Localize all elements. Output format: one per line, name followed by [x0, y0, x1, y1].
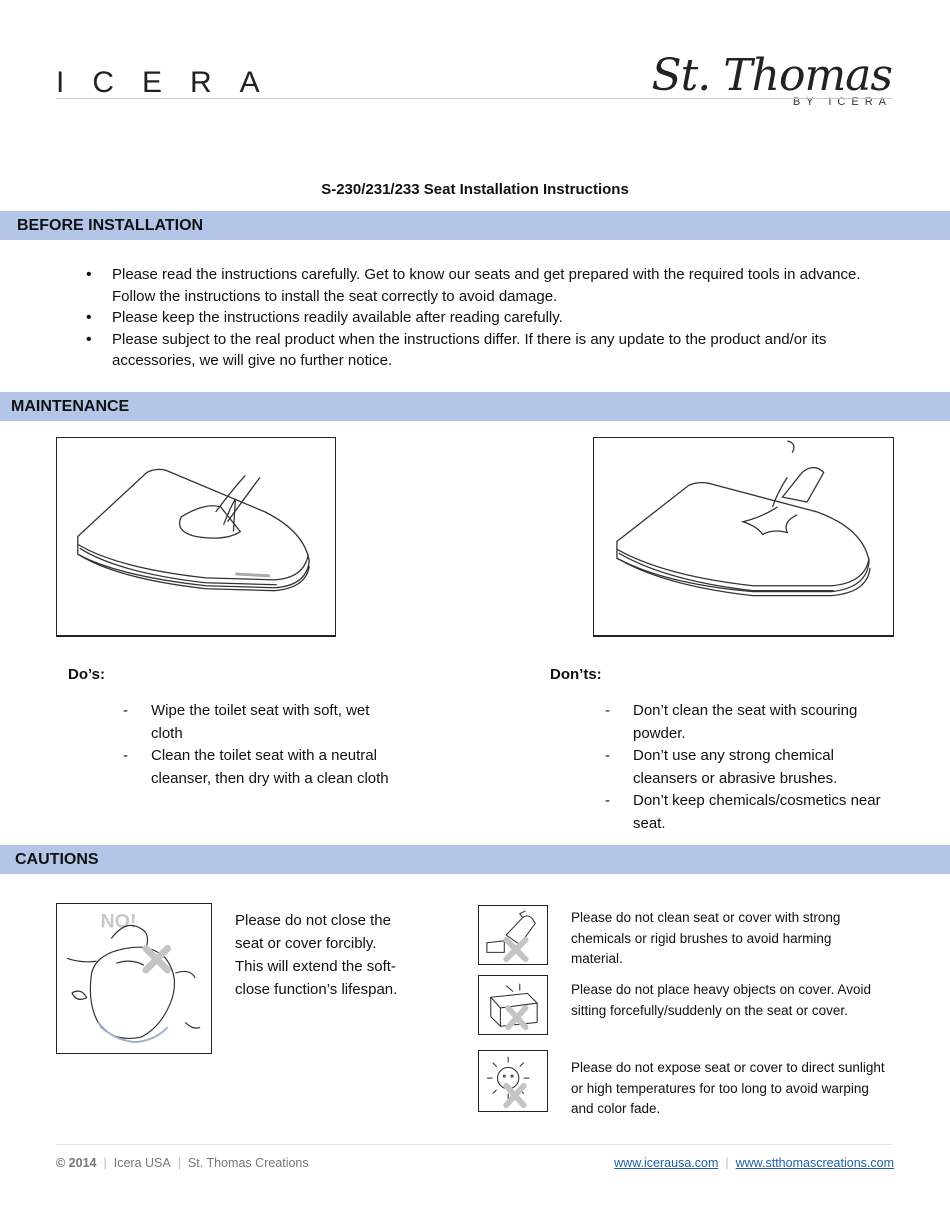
section-heading: MAINTENANCE	[11, 398, 130, 415]
footer-company: Icera USA	[113, 1156, 171, 1170]
no-sunlight-illustration	[478, 1050, 548, 1112]
dos-list: Wipe the toilet seat with soft, wet clot…	[123, 700, 401, 790]
list-item: Don’t keep chemicals/cosmetics near seat…	[605, 790, 888, 835]
no-heavy-objects-illustration	[478, 975, 548, 1035]
cleanser-seat-illustration	[593, 437, 894, 637]
heavy-box-icon	[489, 983, 539, 1031]
list-item: Clean the toilet seat with a neutral cle…	[123, 745, 401, 790]
wipe-seat-illustration	[56, 437, 336, 637]
stthomas-link[interactable]: www.stthomascreations.com	[735, 1156, 894, 1170]
caution-item-sunlight: Please do not expose seat or cover to di…	[571, 1060, 885, 1116]
caution-item-heavy-objects: Please do not place heavy objects on cov…	[571, 982, 871, 1018]
no-label: NO!	[100, 911, 136, 933]
spray-bottle-icon	[486, 910, 536, 963]
footer-brand: St. Thomas Creations	[187, 1156, 309, 1170]
footer-copyright: © 2014|Icera USA|St. Thomas Creations	[56, 1156, 309, 1170]
list-item: Please read the instructions carefully. …	[86, 264, 882, 307]
list-item: Please subject to the real product when …	[86, 329, 882, 372]
cleanser-seat-drawing	[616, 440, 871, 597]
section-header-cautions: CAUTIONS	[0, 845, 950, 874]
footer-year: © 2014	[56, 1156, 97, 1170]
page-title: S-230/231/233 Seat Installation Instruct…	[321, 181, 629, 198]
section-heading: BEFORE INSTALLATION	[17, 217, 204, 234]
footer-divider	[56, 1144, 892, 1145]
icera-logo: ICERA	[56, 66, 288, 99]
caution-main-text: Please do not close the seat or cover fo…	[235, 912, 398, 998]
section-heading: CAUTIONS	[15, 851, 99, 868]
no-slam-seat-drawing: NO!	[66, 911, 201, 1044]
no-slam-seat-illustration: NO!	[56, 903, 212, 1054]
icerausa-link[interactable]: www.icerausa.com	[614, 1156, 719, 1170]
no-chemicals-illustration	[478, 905, 548, 965]
st-thomas-logo-script: St. Thomas	[651, 50, 893, 101]
list-item: Don’t use any strong chemical cleansers …	[605, 745, 888, 790]
st-thomas-logo: St. Thomas BY ICERA	[651, 50, 893, 109]
before-installation-list: Please read the instructions carefully. …	[86, 264, 882, 372]
sun-icon	[486, 1056, 530, 1109]
list-item: Don’t clean the seat with scouring powde…	[605, 700, 888, 745]
st-thomas-logo-sub: BY ICERA	[792, 96, 892, 108]
dos-heading: Do’s:	[68, 666, 105, 683]
donts-heading: Don’ts:	[550, 666, 602, 683]
list-item: Please keep the instructions readily ava…	[86, 307, 882, 329]
section-header-before-installation: BEFORE INSTALLATION	[0, 211, 950, 240]
list-item: Wipe the toilet seat with soft, wet clot…	[123, 700, 401, 745]
section-header-maintenance: MAINTENANCE	[0, 392, 950, 421]
caution-item-chemicals: Please do not clean seat or cover with s…	[571, 910, 841, 966]
donts-list: Don’t clean the seat with scouring powde…	[605, 700, 888, 835]
footer-links: www.icerausa.com|www.stthomascreations.c…	[614, 1156, 894, 1170]
wiping-seat-drawing	[77, 468, 310, 592]
header-divider	[56, 98, 892, 99]
